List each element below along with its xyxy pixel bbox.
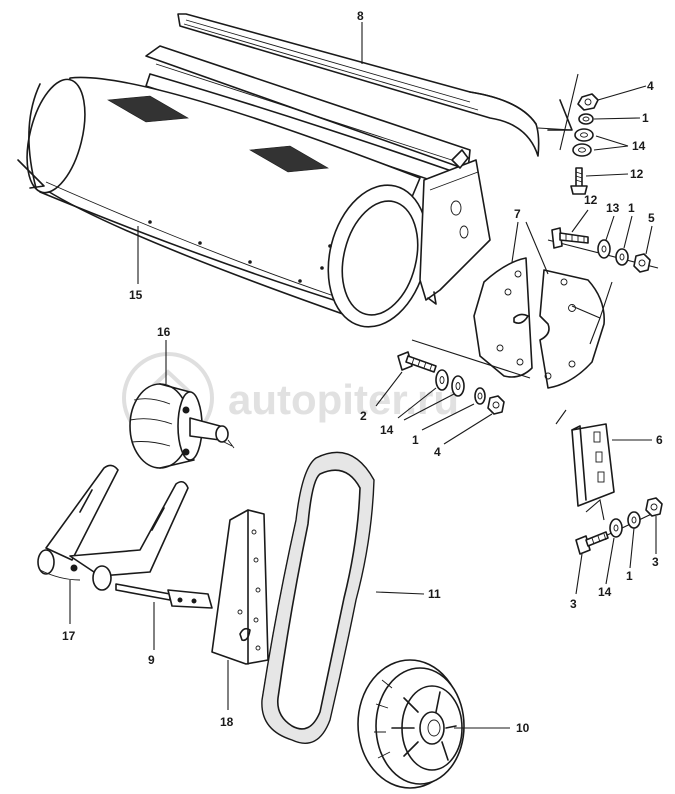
callout-10: 10 [516,721,530,735]
callout-labels: 8 4 1 14 12 7 12 13 1 5 15 16 2 14 1 4 6… [62,9,663,735]
part-11-belt [261,451,425,744]
callout-14: 14 [632,139,646,153]
callout-1d: 1 [626,569,633,583]
callout-1: 1 [642,111,649,125]
part-17-tensioner-bracket [37,464,189,624]
callout-4: 4 [647,79,654,93]
callout-5: 5 [648,211,655,225]
washer-1b-icon [615,248,629,266]
washer-1c-icon [474,387,486,405]
hardware-middle [375,339,531,445]
hardware-right [547,227,659,273]
part-16-pulley [129,340,235,469]
washer-13-icon [597,239,611,259]
nut-4b-icon [487,395,505,415]
part-7-side-plates [473,221,613,389]
callout-17: 17 [62,629,76,643]
callout-8: 8 [357,9,364,23]
nut-5-icon [633,253,651,273]
callout-1b: 1 [628,201,635,215]
part-6-bracket [555,409,652,507]
part-10-pulley [357,659,510,789]
leader-lines [137,22,653,284]
callout-12b: 12 [584,193,598,207]
callout-16: 16 [157,325,171,339]
callout-2: 2 [360,409,367,423]
part-9-rod [115,583,213,650]
washer-14c-icon [435,369,449,391]
hardware-bottom-right [575,497,663,595]
callout-12: 12 [630,167,644,181]
callout-14c: 14 [598,585,612,599]
nut-4-icon [577,93,599,111]
part-18-bracket [211,509,269,710]
washer-14e-icon [609,518,623,538]
washer-1-icon [578,113,594,125]
callout-9: 9 [148,653,155,667]
washer-1d-icon [627,511,641,529]
washer-14-icon [574,128,594,142]
callout-3: 3 [652,555,659,569]
watermark-text: autopiter.ru [228,376,459,423]
part-15-drum-housing [17,45,491,328]
washer-14b-icon [572,143,592,157]
callout-15: 15 [129,288,143,302]
hardware-top-right [537,73,599,195]
nut-3-icon [645,497,663,517]
callout-14b: 14 [380,423,394,437]
callout-3b: 3 [570,597,577,611]
callout-13: 13 [606,201,620,215]
callout-18: 18 [220,715,234,729]
callout-1c: 1 [412,433,419,447]
callout-11: 11 [428,587,441,601]
callout-6: 6 [656,433,663,447]
callout-7: 7 [514,207,521,221]
washer-14d-icon [451,375,465,397]
part-8-top-cover [177,13,540,157]
watermark: autopiter.ru [122,352,459,444]
callout-4b: 4 [434,445,441,459]
